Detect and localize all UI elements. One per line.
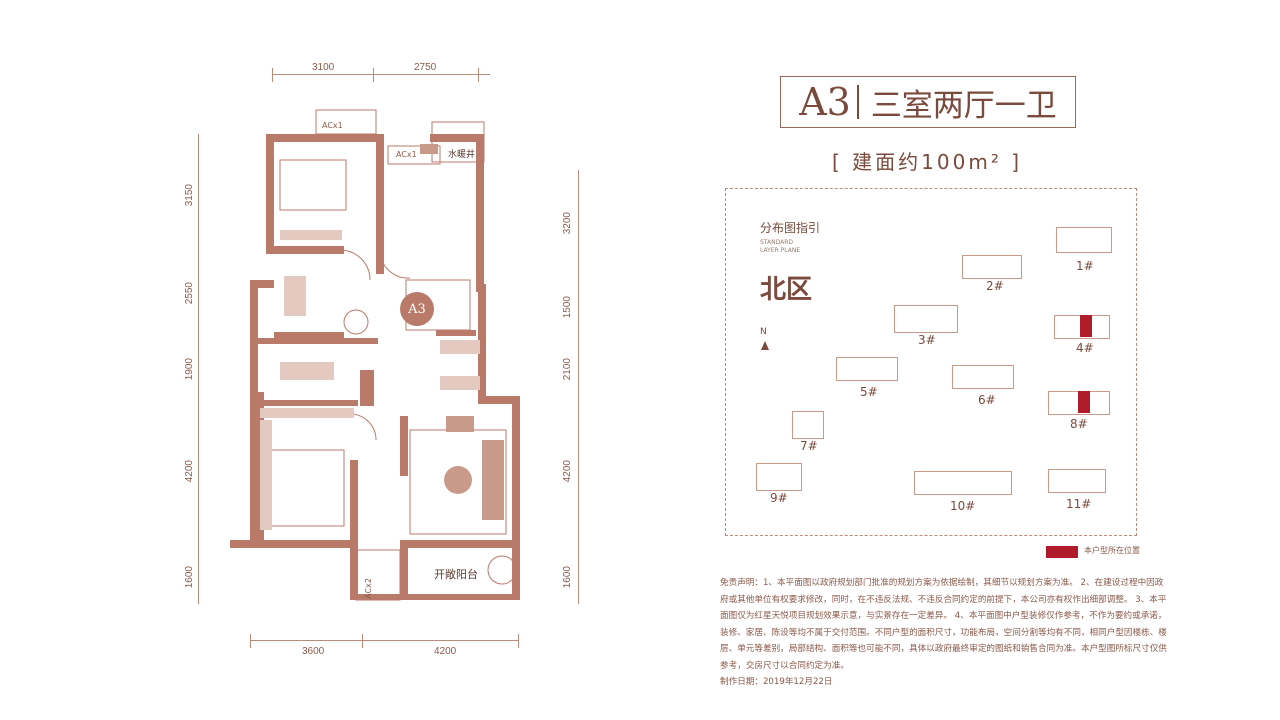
dim-left-5: 1600	[184, 566, 195, 589]
building-7-label: 7#	[800, 439, 818, 453]
building-10-label: 10#	[950, 499, 976, 513]
building-4-highlight	[1080, 315, 1092, 337]
building-11-label: 11#	[1066, 497, 1092, 511]
building-1	[1056, 227, 1112, 253]
dim-tick	[362, 634, 363, 648]
building-6-label: 6#	[978, 393, 996, 407]
dim-right-3: 2100	[562, 358, 573, 381]
north-label: N	[760, 327, 767, 337]
building-4-label: 4#	[1076, 341, 1094, 355]
dim-right-2: 1500	[562, 296, 573, 319]
dim-line-bottom	[250, 640, 518, 641]
dim-tick	[373, 68, 374, 82]
dim-top-2: 2750	[414, 62, 437, 73]
dim-left-4: 4200	[184, 460, 195, 483]
dim-bottom-2: 4200	[434, 646, 457, 657]
dim-right-5: 1600	[562, 566, 573, 589]
disclaimer-text: 免责声明：1、本平面图以政府规划部门批准的规划方案为依据绘制，其细节以规划方案为…	[720, 578, 1167, 671]
site-guide-map: 分布图指引 STANDARD LAYER PLANE 北区 N 1# 2# 3#…	[725, 188, 1137, 536]
building-11	[1048, 469, 1106, 493]
balcony-label: 开敞阳台	[434, 568, 478, 581]
dim-bottom-1: 3600	[302, 646, 325, 657]
building-7	[792, 411, 824, 439]
legend-swatch	[1046, 546, 1078, 558]
building-8-label: 8#	[1070, 417, 1088, 431]
building-10	[914, 471, 1012, 495]
dim-top-1: 3100	[312, 62, 335, 73]
ac-label-2: ACx1	[396, 150, 417, 159]
north-arrow-icon	[761, 341, 769, 350]
guide-title: 分布图指引	[760, 221, 821, 235]
unit-title-box: A3 三室两厅一卫	[780, 76, 1076, 128]
building-2-label: 2#	[986, 279, 1004, 293]
dim-right-4: 4200	[562, 460, 573, 483]
guide-subtitle-1: STANDARD	[760, 239, 794, 246]
unit-name: 三室两厅一卫	[870, 87, 1057, 124]
dim-line-left	[198, 134, 199, 604]
building-3-label: 3#	[918, 333, 936, 347]
building-6	[952, 365, 1014, 389]
plan-badge-label: A3	[408, 301, 426, 317]
dim-tick	[518, 634, 519, 648]
ac-label-1: ACx1	[322, 121, 343, 130]
building-8-highlight	[1078, 391, 1090, 413]
plan-walls	[230, 109, 520, 601]
floor-plan: 3100 2750 3600 4200 3150 2550 1900 4200 …	[184, 62, 579, 657]
building-3	[894, 305, 958, 333]
ac-label-3: ACx2	[364, 578, 373, 599]
legend-label: 本户型所在位置	[1084, 546, 1140, 555]
building-5	[836, 357, 898, 381]
dim-tick	[250, 634, 251, 648]
title-separator	[856, 85, 859, 119]
dim-left-1: 3150	[184, 184, 195, 207]
unit-area: [ 建面约100m² ]	[832, 150, 1022, 174]
dim-line-right	[578, 170, 579, 604]
production-date: 制作日期：2019年12月22日	[720, 677, 833, 687]
dim-left-2: 2550	[184, 282, 195, 305]
building-2	[962, 255, 1022, 279]
water-well-label: 水暖井	[448, 150, 476, 160]
unit-code: A3	[799, 80, 851, 124]
building-5-label: 5#	[860, 385, 878, 399]
dim-line-top	[272, 74, 490, 75]
building-1-label: 1#	[1076, 259, 1094, 273]
dim-tick	[272, 68, 273, 82]
guide-subtitle-2: LAYER PLANE	[760, 247, 801, 254]
dim-left-3: 1900	[184, 358, 195, 381]
dim-tick	[478, 68, 479, 82]
building-9	[756, 463, 802, 491]
building-9-label: 9#	[770, 491, 788, 505]
zone-label: 北区	[760, 275, 813, 305]
plan-badge: A3	[400, 292, 434, 326]
dim-right-1: 3200	[562, 212, 573, 235]
